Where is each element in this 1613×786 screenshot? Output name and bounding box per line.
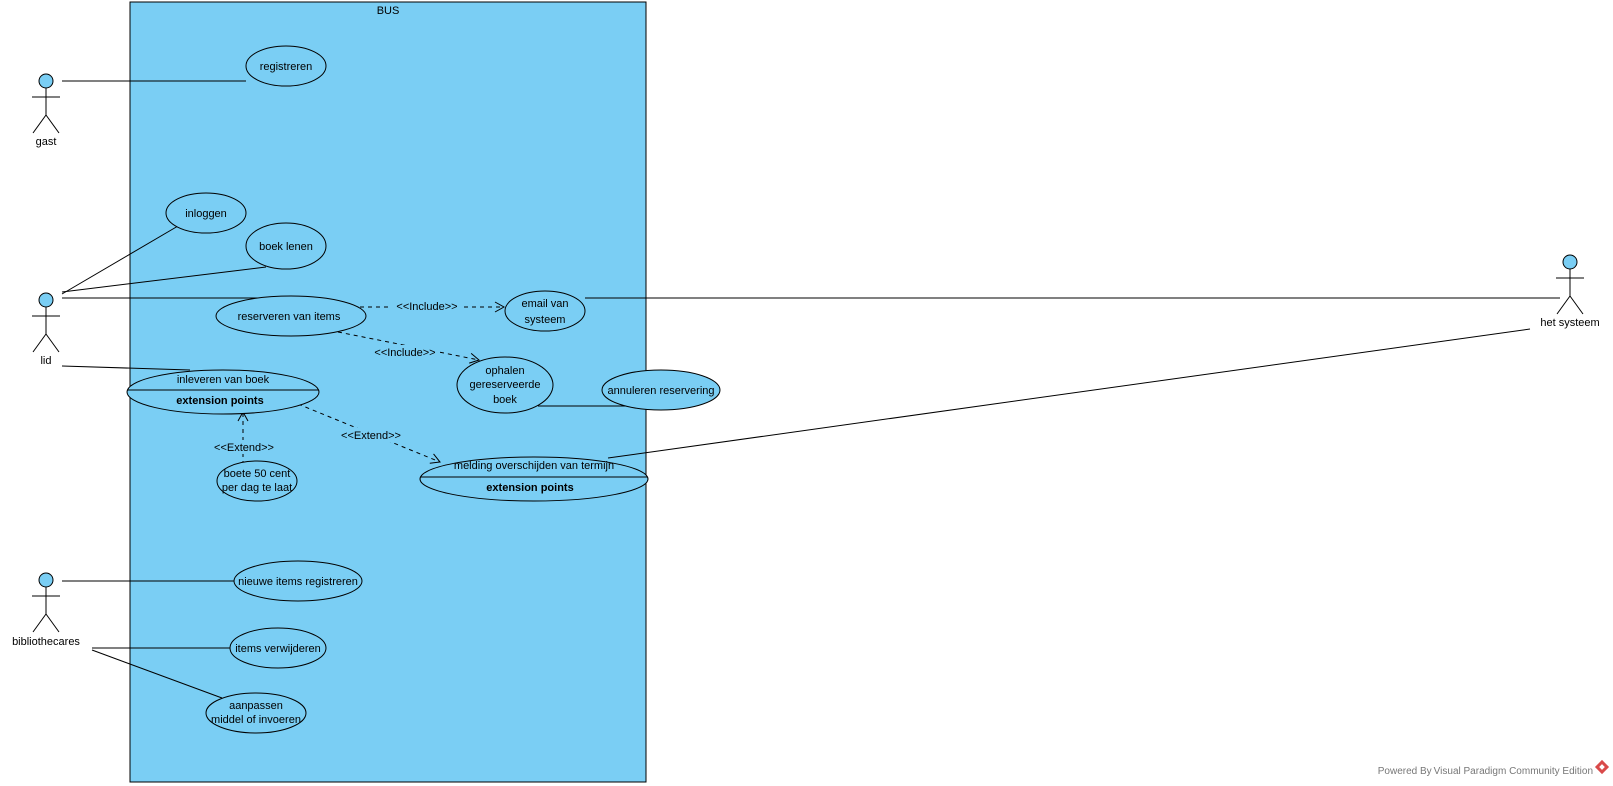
use-case-boek-lenen[interactable]: boek lenen bbox=[245, 222, 327, 270]
actor-label: gast bbox=[36, 136, 57, 148]
actor-gast[interactable]: gast bbox=[32, 73, 60, 148]
assoc-lid-boek-lenen[interactable] bbox=[61, 266, 267, 293]
use-case-inleveren[interactable]: inleveren van boek extension points bbox=[126, 369, 320, 415]
actor-het-systeem[interactable]: het systeem bbox=[1540, 254, 1600, 329]
actor-label: het systeem bbox=[1540, 317, 1599, 329]
use-case-label: nieuwe items registreren bbox=[238, 576, 358, 588]
stick-figure-icon bbox=[1556, 254, 1584, 315]
visual-paradigm-logo-icon bbox=[1594, 759, 1610, 775]
actor-lid[interactable]: lid bbox=[32, 292, 60, 367]
use-case-label: boete 50 cent bbox=[224, 468, 291, 480]
use-case-label: gereserveerde bbox=[470, 379, 541, 391]
assoc-melding-het-systeem[interactable] bbox=[607, 328, 1531, 459]
use-case-label: melding overschijden van termijn bbox=[454, 460, 614, 472]
use-case-boete[interactable]: boete 50 cent per dag te laat bbox=[216, 460, 298, 502]
actor-bibliothecares[interactable]: bibliothecares bbox=[12, 572, 80, 648]
use-case-label: annuleren reservering bbox=[607, 385, 714, 397]
use-case-label: middel of invoeren bbox=[211, 714, 301, 726]
use-case-items-verwijderen[interactable]: items verwijderen bbox=[229, 627, 327, 669]
actor-label: bibliothecares bbox=[12, 636, 80, 648]
extension-points-label: extension points bbox=[486, 482, 573, 494]
associations bbox=[61, 80, 1560, 699]
use-case-registreren[interactable]: registreren bbox=[245, 45, 327, 87]
stick-figure-icon bbox=[32, 292, 60, 353]
assoc-bibliothecares-aanpassen[interactable] bbox=[91, 649, 223, 699]
use-case-aanpassen[interactable]: aanpassen middel of invoeren bbox=[205, 692, 307, 734]
use-case-label: inloggen bbox=[185, 208, 227, 220]
extension-points-label: extension points bbox=[176, 395, 263, 407]
assoc-lid-inloggen[interactable] bbox=[61, 225, 179, 295]
stick-figure-icon bbox=[32, 572, 60, 633]
assoc-lid-inleveren[interactable] bbox=[61, 365, 191, 371]
use-case-melding[interactable]: melding overschijden van termijn extensi… bbox=[419, 456, 649, 502]
use-case-inloggen[interactable]: inloggen bbox=[165, 192, 247, 234]
use-case-label: inleveren van boek bbox=[177, 374, 270, 386]
use-case-label: registreren bbox=[260, 61, 313, 73]
use-case-label: boek bbox=[493, 394, 517, 406]
actor-label: lid bbox=[40, 355, 51, 367]
use-case-email-van-systeem[interactable]: email van systeem bbox=[504, 290, 586, 332]
use-case-label: items verwijderen bbox=[235, 643, 321, 655]
use-case-label: reserveren van items bbox=[238, 311, 341, 323]
use-case-label: systeem bbox=[525, 314, 566, 326]
extend-label-melding: <<Extend>> bbox=[341, 430, 401, 442]
dependency-labels: <<Include>> <<Include>> <<Extend>> <<Ext… bbox=[212, 299, 462, 454]
extend-inleveren-melding[interactable] bbox=[297, 403, 441, 464]
powered-by-text: Powered By Visual Paradigm Community Edi… bbox=[1378, 766, 1593, 777]
use-case-ophalen[interactable]: ophalen gereserveerde boek bbox=[456, 356, 554, 414]
use-case-label: boek lenen bbox=[259, 241, 313, 253]
use-case-nieuwe-items[interactable]: nieuwe items registreren bbox=[233, 560, 363, 602]
include-label-ophalen: <<Include>> bbox=[374, 347, 435, 359]
use-case-label: per dag te laat bbox=[222, 482, 292, 494]
system-title: BUS bbox=[377, 5, 400, 17]
use-case-reserveren[interactable]: reserveren van items bbox=[215, 295, 367, 337]
use-case-label: email van bbox=[521, 298, 568, 310]
footer-watermark: Powered By Visual Paradigm Community Edi… bbox=[1378, 759, 1610, 777]
extend-label-boete: <<Extend>> bbox=[214, 442, 274, 454]
use-case-label: aanpassen bbox=[229, 700, 283, 712]
use-case-annuleren[interactable]: annuleren reservering bbox=[601, 369, 721, 411]
use-case-label: ophalen bbox=[485, 365, 524, 377]
include-label-email: <<Include>> bbox=[396, 301, 457, 313]
stick-figure-icon bbox=[32, 73, 60, 134]
